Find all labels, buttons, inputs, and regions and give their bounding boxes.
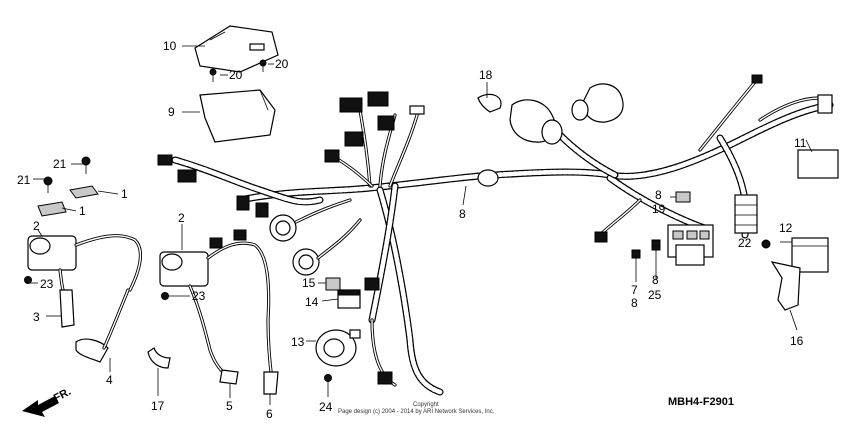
- main-wire-harness: [157, 74, 834, 396]
- callout-5: 5: [226, 399, 233, 413]
- relay-14: [337, 289, 361, 309]
- spark-plug-cap-6: [263, 371, 279, 395]
- fuse-25: [651, 239, 661, 251]
- bolt-23-left: [24, 276, 32, 284]
- connector-15: [325, 277, 341, 291]
- bolt-23-right: [161, 292, 169, 300]
- callout-9: 9: [168, 105, 175, 119]
- bolt-20-left: [209, 68, 217, 82]
- spark-plug-cap-3: [59, 289, 75, 328]
- copyright-line-2: Page design (c) 2004 - 2014 by ARI Netwo…: [338, 409, 495, 415]
- bolt-20-right: [259, 59, 267, 72]
- diagram-code: MBH4-F2901: [668, 396, 734, 408]
- spark-plug-cap-5: [219, 369, 239, 385]
- callout-numbers: 10 20 20 9 18 11 21 21 1 1 2 2 23 23 3 4…: [17, 39, 807, 421]
- callout-8-lower: 8: [631, 296, 638, 310]
- callout-20-right: 20: [275, 57, 289, 71]
- battery-box-cover: [194, 25, 279, 73]
- bracket-1-upper: [69, 185, 99, 199]
- socket-left: [509, 99, 563, 145]
- bracket-1-lower: [37, 201, 67, 217]
- unit-12: [791, 237, 829, 273]
- callout-1-lower: 1: [79, 204, 86, 218]
- callout-17: 17: [151, 399, 165, 413]
- ignition-coil-left: [27, 234, 143, 322]
- callout-20-left: 20: [229, 68, 243, 82]
- spark-plug-cap-4: [75, 288, 130, 363]
- fuse-7: [631, 249, 641, 259]
- callout-23-right: 23: [192, 289, 206, 303]
- callout-10: 10: [163, 39, 177, 53]
- callout-12: 12: [779, 221, 793, 235]
- callout-8-right: 8: [655, 188, 662, 202]
- callout-21-lower: 21: [17, 173, 31, 187]
- bolt-22: [761, 239, 771, 249]
- callout-8-center: 8: [459, 207, 466, 221]
- callout-7: 7: [631, 283, 638, 297]
- leader-lines: [28, 45, 813, 405]
- relay-11: [797, 149, 839, 179]
- callout-13: 13: [291, 335, 305, 349]
- callout-14: 14: [305, 295, 319, 309]
- clamp-18: [477, 93, 502, 113]
- callout-21-upper: 21: [53, 157, 67, 171]
- copyright-line-1: Copyright: [413, 402, 439, 408]
- socket-right: [571, 83, 624, 123]
- callout-2-right: 2: [178, 211, 185, 225]
- battery-box: [199, 89, 276, 143]
- ignition-coil-right: [159, 229, 274, 382]
- clamp-17: [147, 347, 171, 369]
- bracket-16: [770, 261, 801, 311]
- callout-2-left: 2: [33, 219, 40, 233]
- callout-24: 24: [319, 400, 333, 414]
- callout-4: 4: [106, 373, 113, 387]
- callout-25: 25: [648, 288, 662, 302]
- callout-1-upper: 1: [121, 187, 128, 201]
- bolt-24: [324, 374, 332, 382]
- direction-label: FR.: [52, 386, 73, 405]
- callout-6: 6: [266, 407, 273, 421]
- callout-18: 18: [479, 68, 493, 82]
- callout-15: 15: [302, 276, 316, 290]
- bolt-21-upper: [81, 156, 91, 174]
- callout-16: 16: [790, 334, 804, 348]
- callout-22: 22: [738, 236, 752, 250]
- callout-19: 19: [652, 202, 666, 216]
- horn-13: [315, 329, 361, 367]
- callout-8-fuse: 8: [652, 273, 659, 287]
- callout-3: 3: [33, 310, 40, 324]
- callout-23-left: 23: [40, 277, 54, 291]
- front-direction-arrow: FR.: [22, 386, 73, 417]
- connector-19: [675, 191, 691, 203]
- callout-11: 11: [794, 136, 807, 150]
